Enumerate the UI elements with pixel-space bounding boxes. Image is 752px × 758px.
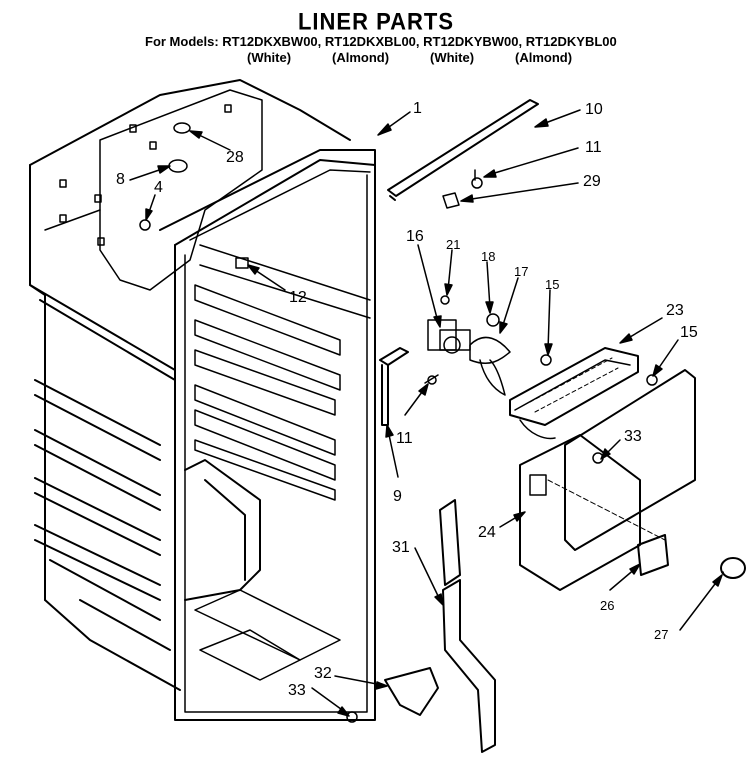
callout-label: 21 — [446, 237, 461, 252]
callout-label: 10 — [585, 101, 603, 118]
callout-label: 11 — [585, 139, 602, 156]
callout-label: 31 — [392, 539, 410, 556]
callout-label: 32 — [314, 665, 332, 682]
color-label: (White) — [430, 50, 475, 65]
callout-label: 27 — [654, 627, 669, 642]
callout-label: 23 — [666, 302, 684, 319]
part-26-plate — [637, 534, 669, 576]
diagram-header: LINER PARTS — [0, 7, 752, 36]
callout-label: 8 — [116, 171, 125, 188]
callout-label: 28 — [226, 149, 244, 166]
part-15-screws — [540, 354, 658, 386]
color-label: (White) — [247, 50, 292, 65]
part-11-screw-lower — [424, 374, 439, 385]
callout-label: 4 — [154, 179, 163, 196]
part-9-rail-bracket — [379, 347, 409, 426]
part-29-clip — [442, 192, 460, 209]
color-label: (Almond) — [515, 50, 573, 65]
cabinet-hardware — [139, 122, 249, 269]
callout-label: 15 — [680, 324, 698, 341]
color-label: (Almond) — [332, 50, 390, 65]
callout-label: 15 — [545, 277, 560, 292]
part-31-duct — [439, 499, 496, 753]
part-back-plate-upper — [564, 369, 696, 551]
callout-label: 11 — [396, 430, 413, 447]
callout-label: 16 — [406, 228, 424, 245]
callout-label: 26 — [600, 598, 615, 613]
callout-label: 29 — [583, 173, 601, 190]
part-23-fan-shroud — [509, 347, 639, 440]
callout-label: 33 — [288, 682, 306, 699]
part-32-bracket — [384, 667, 439, 716]
part-10-rail — [387, 99, 539, 201]
callout-label: 12 — [289, 289, 307, 306]
callout-label: 24 — [478, 524, 496, 541]
fan-motor-assembly — [427, 295, 511, 396]
liner-cabinet — [29, 79, 376, 721]
callout-label: 1 — [413, 100, 422, 117]
models-list: RT12DKXBW00, RT12DKXBL00, RT12DKYBW00, R… — [222, 34, 617, 49]
callout-label: 18 — [481, 249, 496, 264]
callout-label: 33 — [624, 428, 642, 445]
part-27-knob — [720, 557, 746, 579]
page-title: LINER PARTS — [297, 7, 455, 36]
callout-label: 9 — [393, 488, 402, 505]
part-33-screw-lower — [346, 711, 358, 723]
callout-label: 17 — [514, 264, 529, 279]
models-line: For Models: RT12DKXBW00, RT12DKXBL00, RT… — [145, 34, 617, 50]
part-11-screw — [471, 169, 483, 189]
leader-lines — [129, 109, 723, 717]
models-prefix: For Models: — [145, 34, 219, 49]
